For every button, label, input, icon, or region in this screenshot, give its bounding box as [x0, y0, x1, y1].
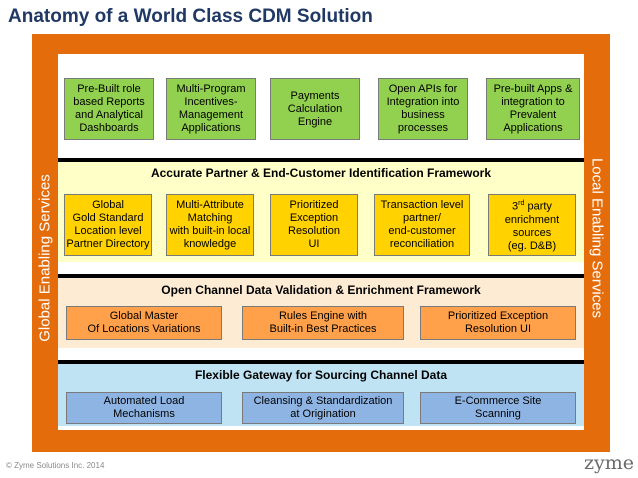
identification-framework-title: Accurate Partner & End-Customer Identifi…	[150, 166, 492, 180]
copyright-notice: © Zyme Solutions Inc. 2014	[6, 461, 105, 470]
global-enabling-services-label: Global Enabling Services	[36, 174, 54, 342]
zyme-logo: zyme	[584, 452, 635, 474]
sourcing-gateway-title: Flexible Gateway for Sourcing Channel Da…	[194, 368, 448, 382]
page-title: Anatomy of a World Class CDM Solution	[8, 6, 373, 27]
local-enabling-services-label: Local Enabling Services	[588, 157, 606, 319]
validation-framework-title: Open Channel Data Validation & Enrichmen…	[161, 283, 481, 297]
